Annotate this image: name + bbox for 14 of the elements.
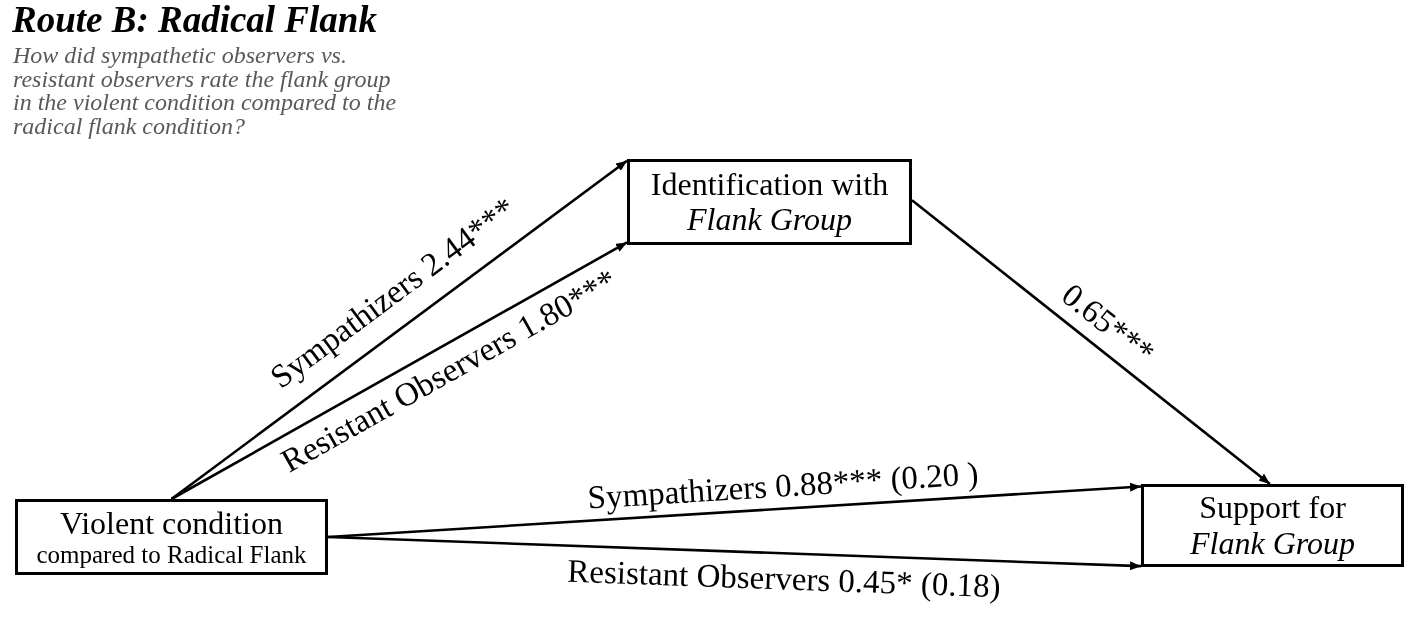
arrow [911, 199, 1271, 485]
process-box [1141, 484, 1404, 567]
process-box [627, 159, 912, 245]
edge-label: Sympathizers 0.88*** (0.20 ) [587, 457, 980, 515]
arrow [170, 241, 628, 501]
process-box [15, 499, 328, 575]
node-label: Identification with Flank Group [650, 166, 889, 238]
node-label: Support for Flank Group [1190, 490, 1355, 561]
node-sublabel: compared to Radical Flank [36, 540, 307, 569]
diagram-title: Route B: Radical Flank [12, 0, 377, 41]
node-label: Violent condition [60, 505, 283, 541]
question-text: How did sympathetic observers vs. resistant observers rate the flank group in the violent condition compared to the radical flank condition? [13, 44, 398, 138]
edge-label: Resistant Observers 0.45* (0.18) [566, 555, 1002, 604]
arrow [327, 535, 1142, 571]
